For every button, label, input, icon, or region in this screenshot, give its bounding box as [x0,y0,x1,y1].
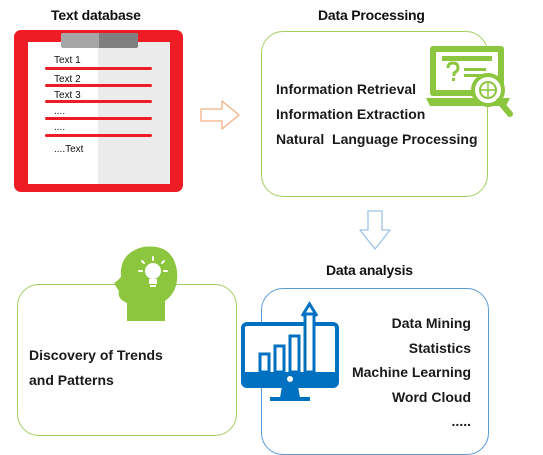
clip-line-1 [45,67,152,70]
analysis-item-word-cloud: Word Cloud [391,389,471,405]
analysis-item-machine-learning: Machine Learning [351,364,471,380]
clipboard-clip-shade [99,33,138,48]
data-processing-title: Data Processing [318,7,425,23]
trends-line-2: and Patterns [29,372,114,388]
clip-line-4 [45,117,152,120]
clip-text-2: Text 2 [54,74,81,85]
data-analysis-title: Data analysis [326,262,413,278]
head-lightbulb-icon [114,246,178,321]
processing-item-extraction: Information Extraction [276,106,426,122]
analysis-item-statistics: Statistics [408,340,471,356]
analysis-item-more: ..... [451,413,471,429]
clip-line-5 [45,134,152,137]
clip-text-4: .... [54,106,66,117]
clip-text-6: ....Text [54,144,84,155]
text-database-title: Text database [51,7,141,23]
data-processing-box [261,31,488,197]
laptop-search-icon [426,46,513,117]
analysis-item-data-mining: Data Mining [391,315,471,331]
trends-line-1: Discovery of Trends [29,347,163,363]
clip-text-5: .... [54,122,66,133]
clip-text-3: Text 3 [54,90,81,101]
clipboard-paper-shade [98,42,170,184]
clip-line-3 [45,100,152,103]
clip-line-2 [45,84,152,87]
monitor-chart-icon [241,301,339,401]
clip-text-1: Text 1 [54,55,81,66]
processing-item-nlp: Natural Language Processing [276,131,478,147]
processing-item-retrieval: Information Retrieval [276,81,417,97]
arrow-down-icon [359,210,391,250]
arrow-right-icon [200,100,240,130]
